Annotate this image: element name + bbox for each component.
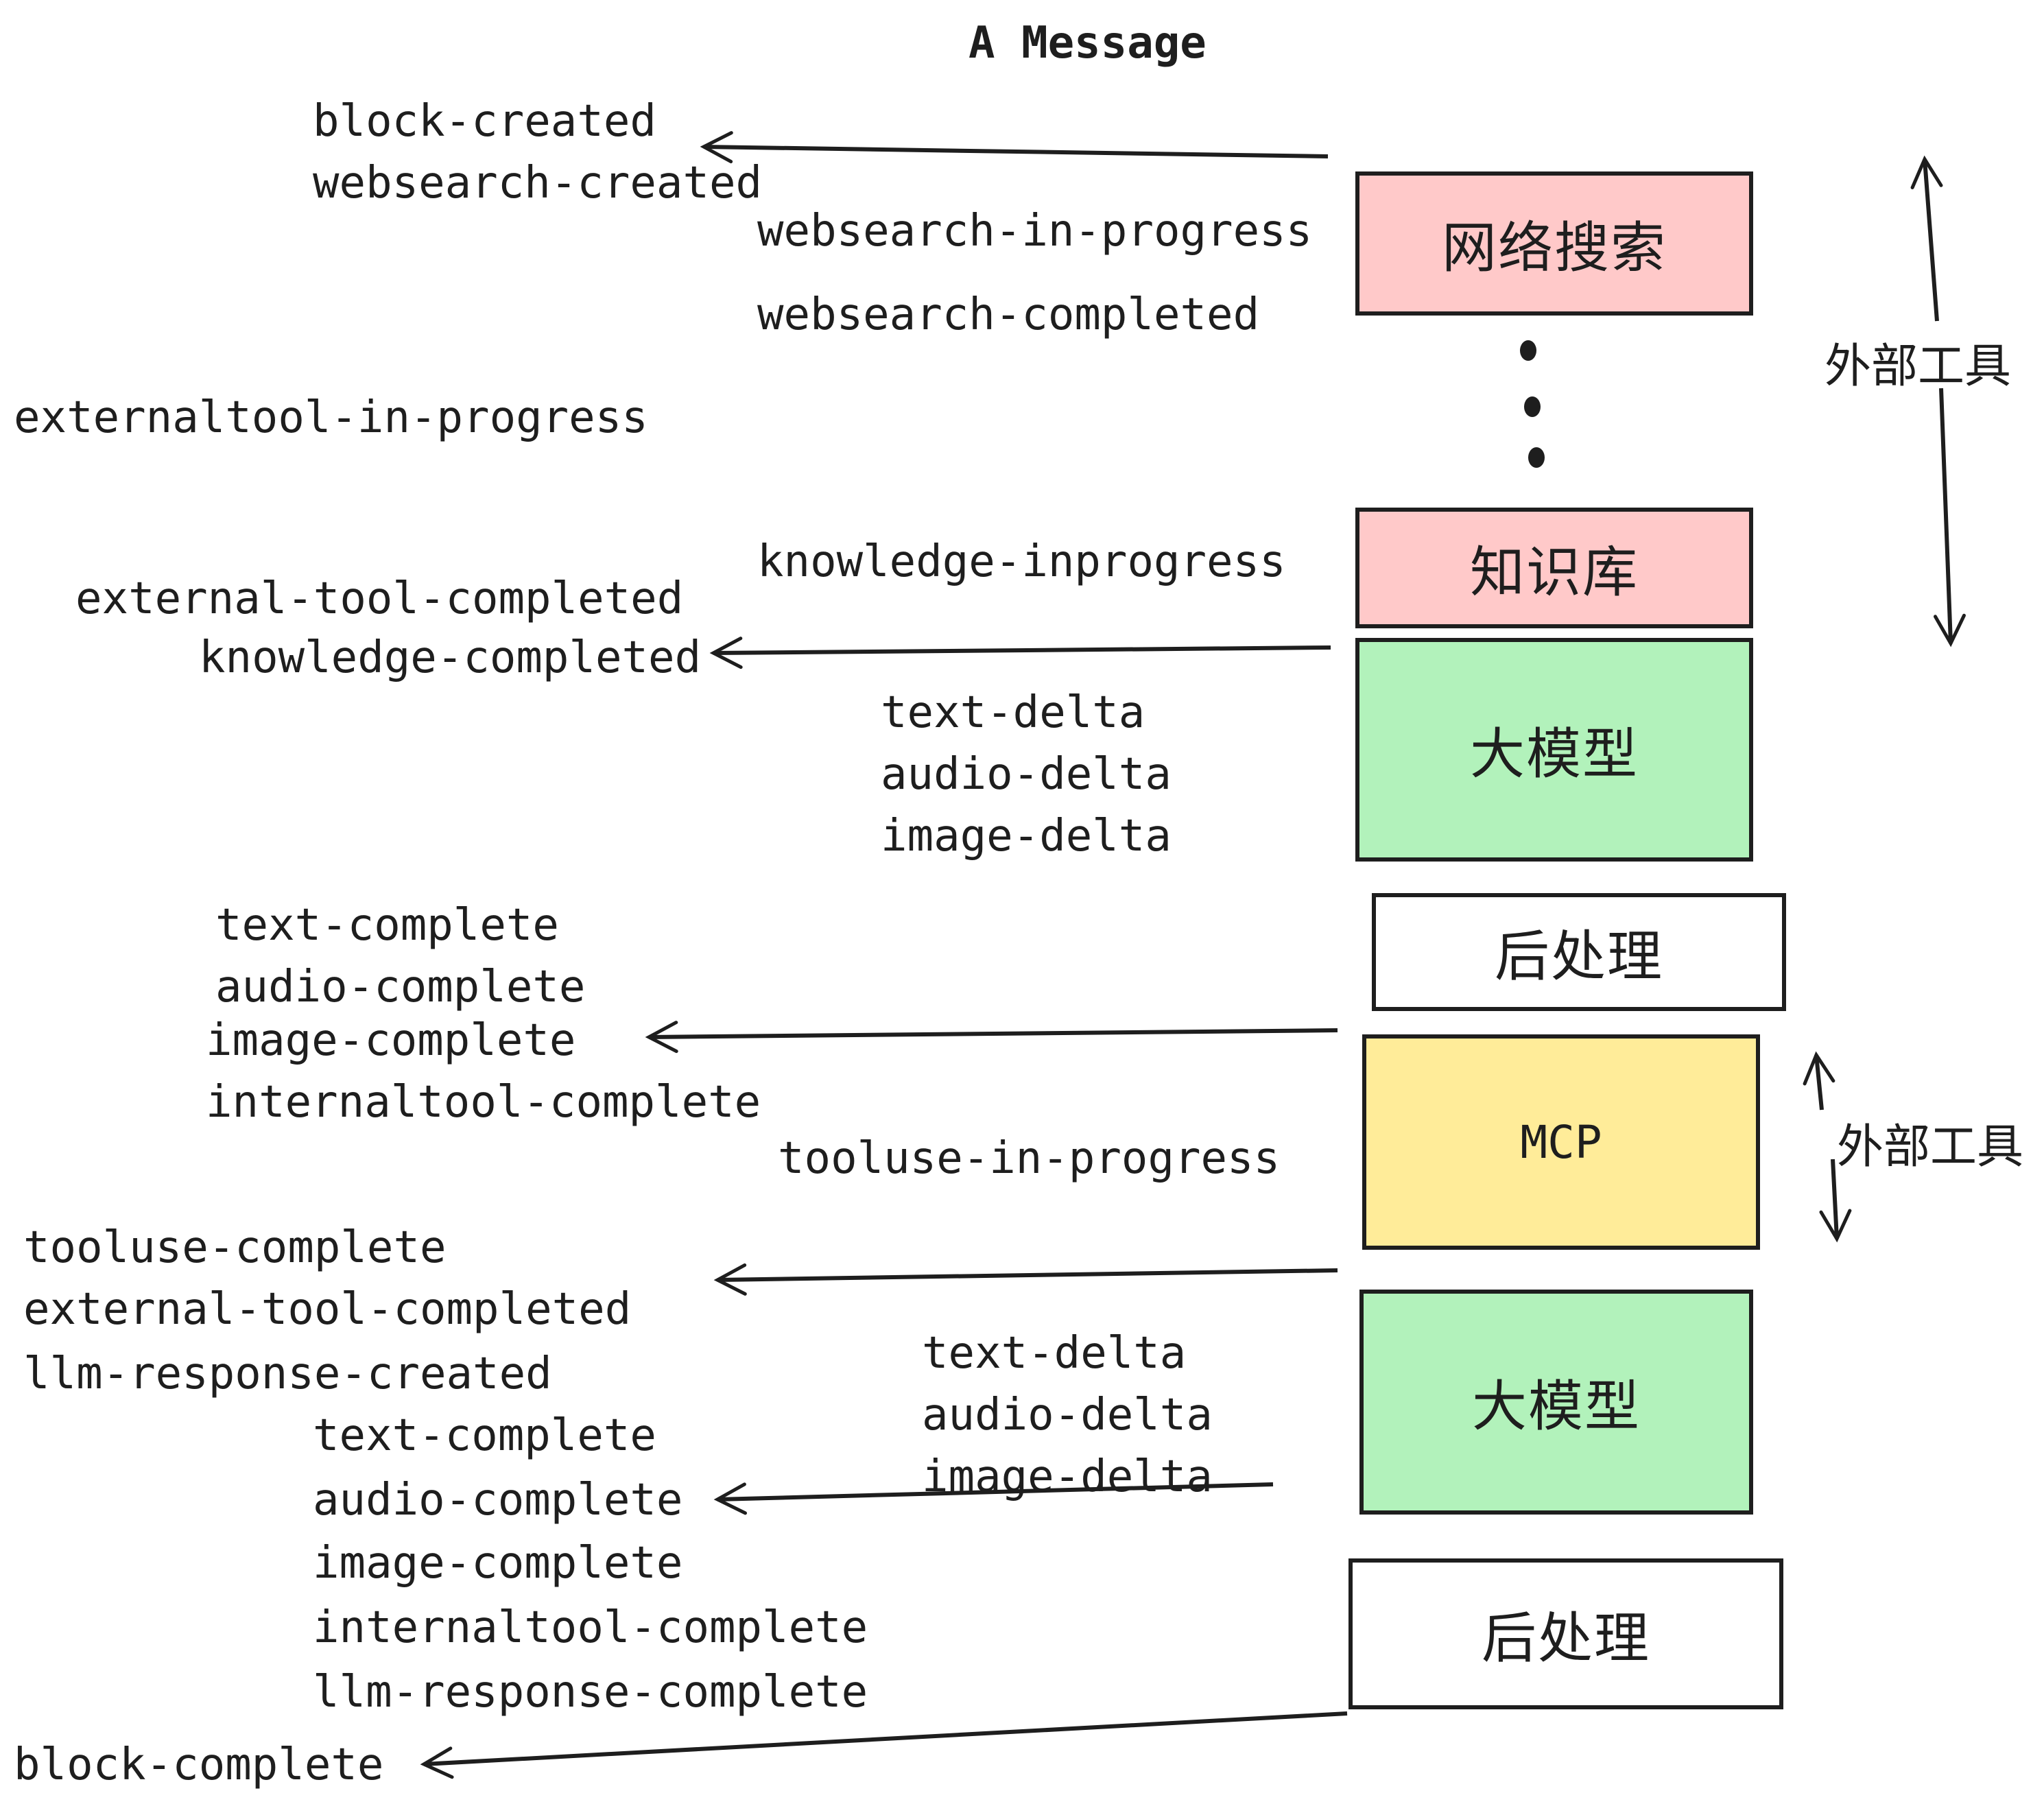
node-llm-bottom: 大模型 [1359,1290,1753,1515]
event-text-delta-2: text-delta [922,1328,1187,1379]
ellipsis-dot [1528,447,1545,468]
arrow-external-tools-up-2 [1803,1051,1835,1111]
event-tooluse-complete: tooluse-complete [23,1222,447,1273]
node-llm-top: 大模型 [1355,638,1753,862]
event-image-complete-2: image-complete [313,1538,683,1589]
external-tools-label-upper: 外部工具 [1825,340,2012,394]
event-text-delta: text-delta [881,687,1145,738]
node-mcp: MCP [1362,1034,1760,1250]
event-internaltool-complete: internaltool-complete [206,1077,761,1128]
event-websearch-completed: websearch-completed [757,289,1260,340]
node-knowledge-label: 知识库 [1470,541,1639,604]
event-audio-delta-2: audio-delta [922,1390,1213,1440]
arrow-block-complete [420,1711,1348,1779]
node-websearch-label: 网络搜索 [1442,216,1667,280]
arrow-knowledge-completed [709,637,1331,669]
arrow-internaltool-complete [645,1021,1338,1054]
event-audio-complete: audio-complete [215,962,586,1012]
arrow-external-tools-up [1910,155,1943,322]
event-externaltool-in-progress: externaltool-in-progress [14,392,648,443]
event-knowledge-inprogress: knowledge-inprogress [757,536,1286,587]
arrow-websearch-created [700,131,1329,164]
event-image-complete: image-complete [206,1015,576,1066]
event-external-tool-completed: external-tool-completed [75,573,684,624]
node-llm-top-label: 大模型 [1470,722,1639,786]
event-image-delta-2: image-delta [922,1451,1213,1502]
node-postprocess-top-label: 后处理 [1495,925,1663,988]
node-websearch: 网络搜索 [1355,171,1753,316]
event-text-complete: text-complete [215,900,559,951]
event-llm-response-complete: llm-response-complete [313,1667,868,1718]
node-postprocess-bottom: 后处理 [1348,1558,1783,1709]
external-tools-label-lower: 外部工具 [1837,1120,2024,1174]
arrow-tooluse-complete [713,1263,1338,1296]
event-audio-complete-2: audio-complete [313,1475,683,1526]
event-image-delta: image-delta [881,811,1172,862]
event-llm-response-created: llm-response-created [23,1349,552,1399]
diagram-title: A Message [968,18,1207,69]
event-knowledge-completed: knowledge-completed [199,632,702,683]
event-block-created: block-created [313,96,656,147]
event-websearch-in-progress: websearch-in-progress [757,206,1313,257]
event-text-complete-2: text-complete [313,1410,656,1461]
node-llm-bottom-label: 大模型 [1472,1375,1641,1438]
ellipsis-dot [1520,340,1536,361]
event-tooluse-in-progress: tooluse-in-progress [778,1133,1281,1184]
node-mcp-label: MCP [1520,1115,1602,1169]
event-internaltool-complete-2: internaltool-complete [313,1602,868,1653]
event-websearch-created: websearch-created [313,158,763,209]
arrow-external-tools-down [1934,388,1966,648]
event-audio-delta: audio-delta [881,749,1172,800]
node-knowledge: 知识库 [1355,508,1753,628]
ellipsis-dot [1524,396,1541,417]
event-external-tool-completed-2: external-tool-completed [23,1284,632,1335]
node-postprocess-top: 后处理 [1372,893,1786,1011]
event-block-complete: block-complete [14,1740,384,1790]
node-postprocess-bottom-label: 后处理 [1482,1606,1650,1670]
